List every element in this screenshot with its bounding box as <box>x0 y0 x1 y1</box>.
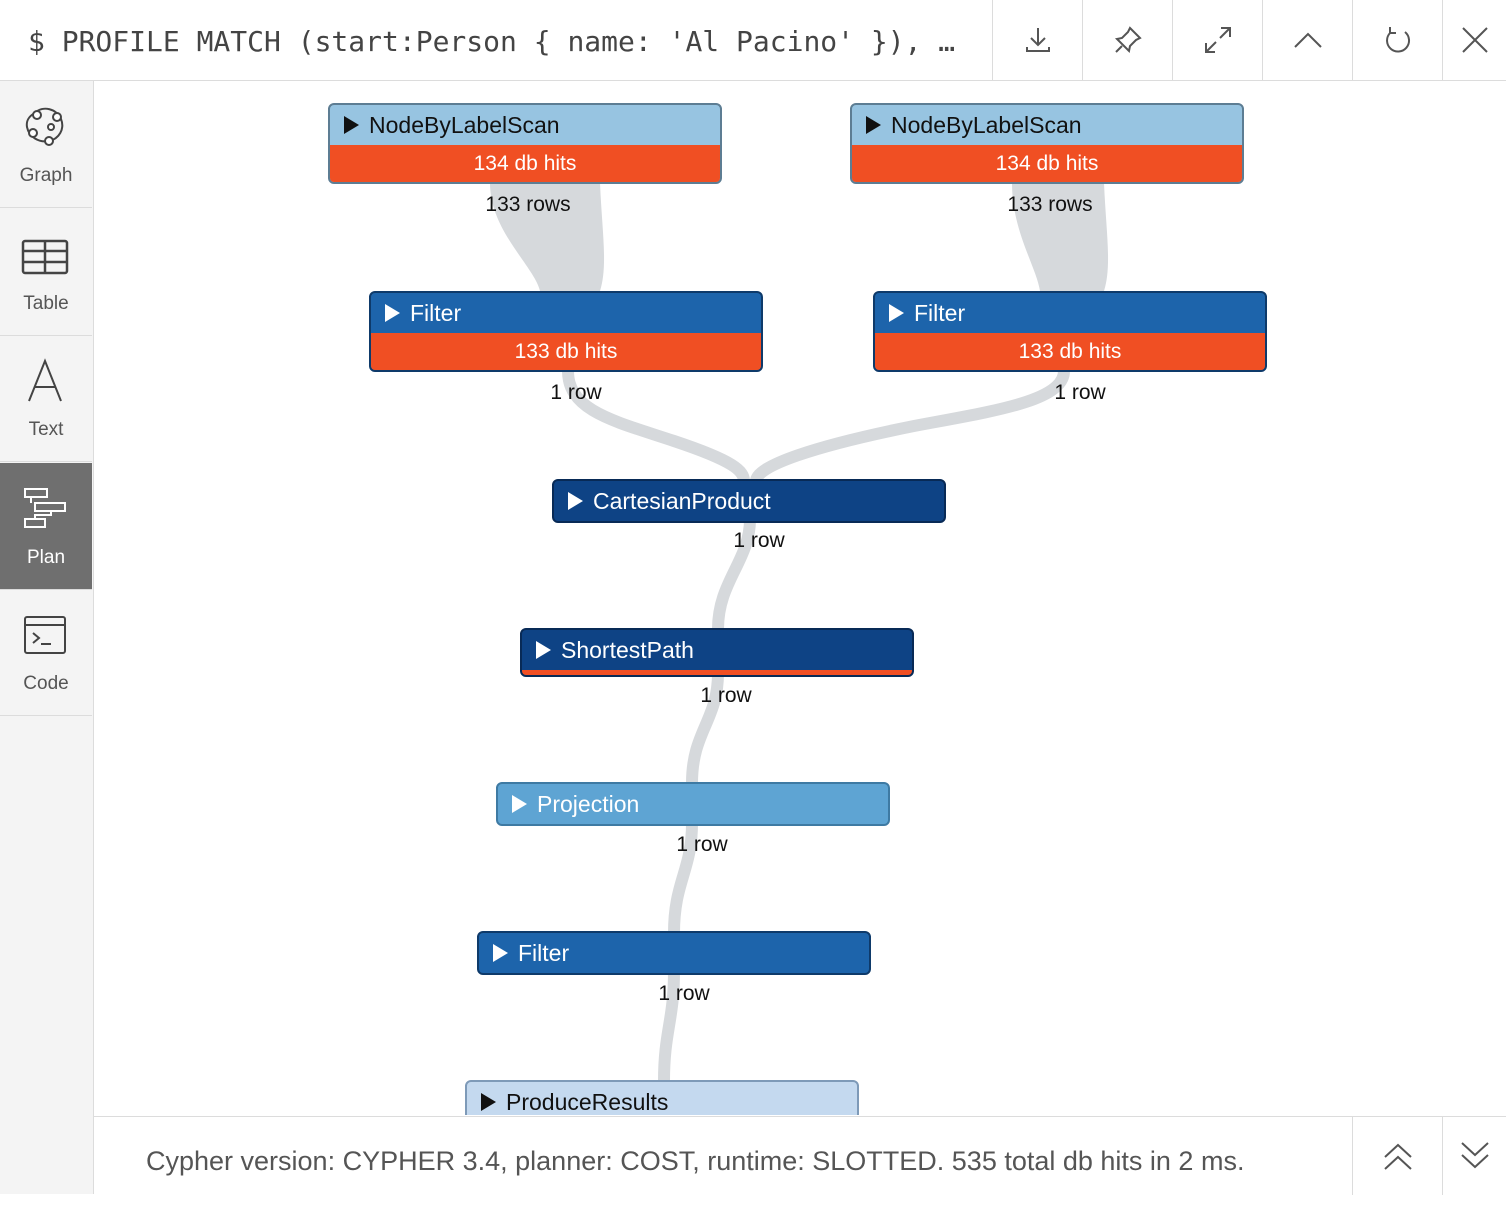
operator-name: Projection <box>537 791 640 817</box>
sidebar-item-text[interactable]: Text <box>0 335 92 462</box>
collapse-up-icon <box>1293 32 1322 48</box>
expand-triangle-icon <box>493 944 508 962</box>
row-count: 1 row <box>1054 381 1106 404</box>
operator-shortestpath[interactable]: ShortestPath <box>520 628 914 677</box>
pin-icon <box>1114 26 1142 54</box>
operator-nodebylabelscan[interactable]: NodeByLabelScan 134 db hits <box>850 103 1244 184</box>
operator-name: ShortestPath <box>561 637 694 663</box>
operator-cartesianproduct[interactable]: CartesianProduct <box>552 479 946 523</box>
operator-name: NodeByLabelScan <box>891 112 1082 138</box>
expand-triangle-icon <box>568 492 583 510</box>
sidebar-item-code[interactable]: Code <box>0 589 92 716</box>
fullscreen-button[interactable] <box>1172 0 1262 80</box>
db-hits-bar: 134 db hits <box>852 145 1242 182</box>
row-count: 1 row <box>733 529 785 552</box>
double-chevron-down-icon <box>1461 1142 1489 1169</box>
db-hits-bar: 133 db hits <box>371 333 761 370</box>
text-icon <box>28 358 62 402</box>
sidebar-item-label: Text <box>28 419 64 440</box>
flow-link <box>1012 183 1109 291</box>
operator-name: Filter <box>914 300 966 326</box>
expand-icon <box>1204 27 1231 53</box>
row-count: 1 row <box>550 381 602 404</box>
row-count: 133 rows <box>485 193 571 216</box>
sidebar-item-label: Table <box>23 293 69 314</box>
operator-name: NodeByLabelScan <box>369 112 560 138</box>
expand-triangle-icon <box>385 304 400 322</box>
collapse-all-button[interactable] <box>1352 1117 1442 1195</box>
operator-filter[interactable]: Filter 133 db hits <box>873 291 1267 372</box>
operator-name: Filter <box>518 940 570 966</box>
table-icon <box>21 239 69 275</box>
pin-button[interactable] <box>1082 0 1172 80</box>
operator-produceresults[interactable]: ProduceResults <box>465 1080 859 1115</box>
plan-icon <box>24 488 66 528</box>
operator-name: Filter <box>410 300 462 326</box>
expand-triangle-icon <box>512 795 527 813</box>
expand-triangle-icon <box>344 116 359 134</box>
flow-link <box>750 365 1070 487</box>
flow-link <box>490 183 605 291</box>
close-icon <box>1462 27 1488 53</box>
code-icon <box>24 616 66 654</box>
row-count: 133 rows <box>1007 193 1093 216</box>
sidebar-item-plan[interactable]: Plan <box>0 463 92 590</box>
rerun-icon <box>1385 27 1410 53</box>
graph-icon <box>25 107 64 146</box>
operator-nodebylabelscan[interactable]: NodeByLabelScan 134 db hits <box>328 103 722 184</box>
expand-triangle-icon <box>866 116 881 134</box>
db-hits-bar <box>522 670 912 675</box>
query-text[interactable]: $ PROFILE MATCH (start:Person { name: 'A… <box>28 25 956 58</box>
download-button[interactable] <box>992 0 1082 80</box>
expand-triangle-icon <box>889 304 904 322</box>
operator-projection[interactable]: Projection <box>496 782 890 826</box>
operator-filter[interactable]: Filter 133 db hits <box>369 291 763 372</box>
download-icon <box>1025 28 1050 52</box>
plan-summary-text: Cypher version: CYPHER 3.4, planner: COS… <box>146 1146 1245 1176</box>
plan-canvas[interactable]: NodeByLabelScan 134 db hits 133 rows Nod… <box>94 81 1506 1115</box>
plan-flows <box>490 183 1109 1087</box>
row-count: 1 row <box>676 833 728 856</box>
sidebar-item-graph[interactable]: Graph <box>0 81 92 208</box>
expand-triangle-icon <box>536 641 551 659</box>
plan-summary-bar: Cypher version: CYPHER 3.4, planner: COS… <box>94 1116 1506 1195</box>
operator-name: ProduceResults <box>506 1089 669 1115</box>
collapse-button[interactable] <box>1262 0 1352 80</box>
close-button[interactable] <box>1442 0 1506 80</box>
sidebar-item-label: Plan <box>26 547 66 568</box>
flow-link <box>712 513 756 635</box>
view-sidebar: Graph Table Text Plan Code <box>0 81 94 1194</box>
operator-name: CartesianProduct <box>593 488 771 514</box>
flow-link <box>562 365 750 487</box>
row-count: 1 row <box>700 684 752 707</box>
operator-filter[interactable]: Filter <box>477 931 871 975</box>
expand-triangle-icon <box>481 1093 496 1111</box>
frame-header: $ PROFILE MATCH (start:Person { name: 'A… <box>0 0 1506 81</box>
expand-all-button[interactable] <box>1442 1117 1506 1195</box>
db-hits-bar: 133 db hits <box>875 333 1265 370</box>
sidebar-item-table[interactable]: Table <box>0 209 92 336</box>
row-count: 1 row <box>658 982 710 1005</box>
sidebar-item-label: Graph <box>19 165 73 186</box>
flow-link <box>658 965 680 1087</box>
flow-link <box>668 817 698 939</box>
db-hits-bar: 134 db hits <box>330 145 720 182</box>
sidebar-item-label: Code <box>23 673 69 694</box>
double-chevron-up-icon <box>1383 1143 1412 1170</box>
rerun-button[interactable] <box>1352 0 1442 80</box>
flow-link <box>686 667 724 789</box>
